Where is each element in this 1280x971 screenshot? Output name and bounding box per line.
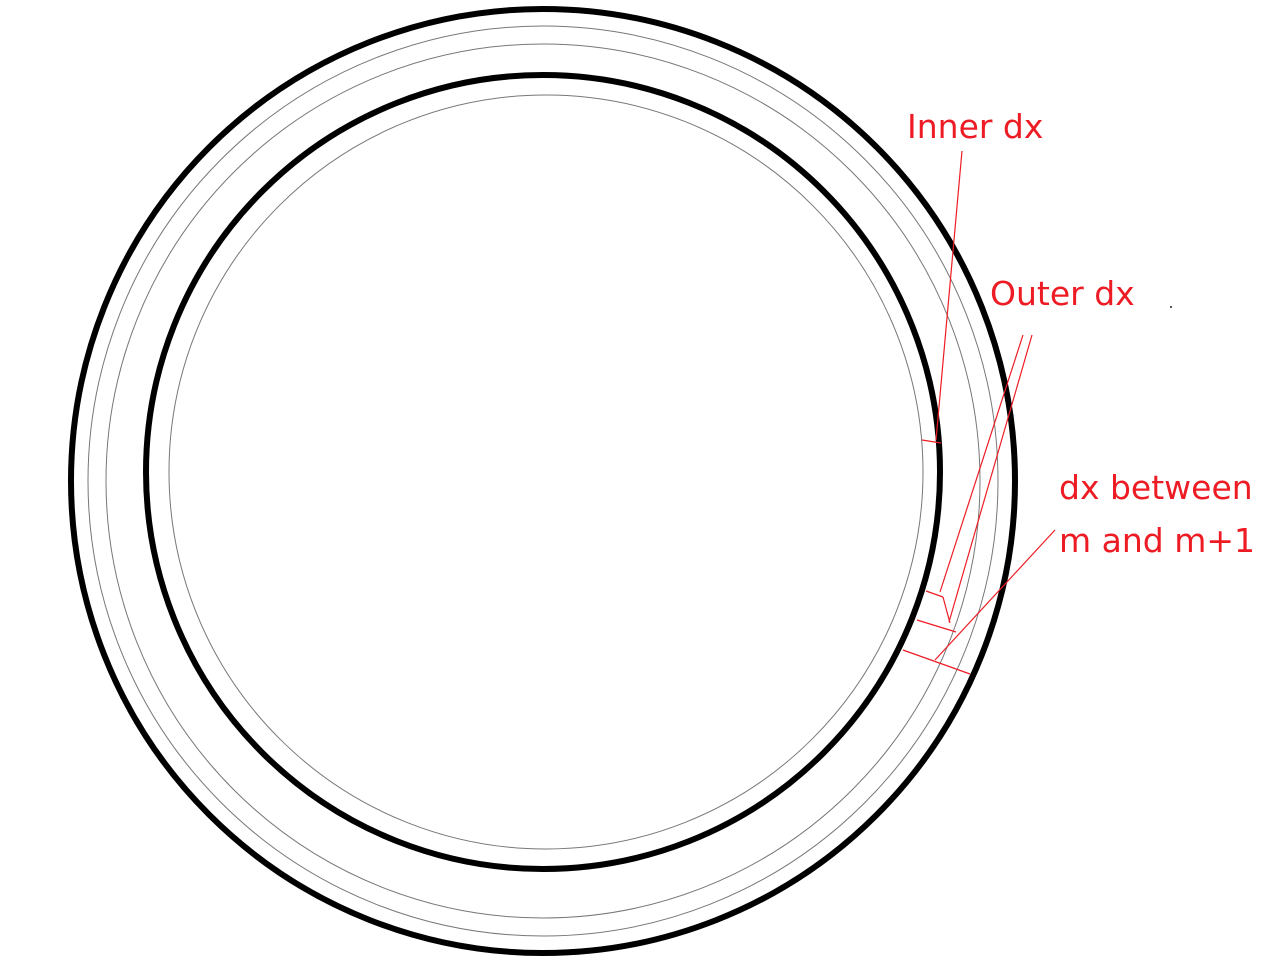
inner-dx-tick	[921, 439, 942, 444]
dx-between-tick	[902, 649, 971, 675]
label-outer-dx: Outer dx	[990, 274, 1135, 313]
outer-dx-tick-1	[925, 590, 944, 598]
inner-boundary-circle	[143, 72, 943, 872]
label-dx-between-line2: m and m+1	[1059, 521, 1255, 560]
stray-dot	[1170, 306, 1172, 308]
outer-dx-tick-1-perp	[942, 596, 951, 624]
outer-thin-circle-1	[87, 25, 999, 937]
outer-boundary-circle	[68, 6, 1018, 956]
label-inner-dx: Inner dx	[907, 107, 1043, 146]
label-dx-between-line1: dx between	[1059, 468, 1253, 507]
annotation-lines	[902, 150, 1056, 675]
dx-between-leader	[934, 529, 1056, 661]
outer-dx-tick-2	[916, 619, 957, 633]
inner-thin-circle	[168, 94, 924, 850]
inner-dx-leader	[935, 150, 963, 441]
outer-dx-leader-2	[948, 334, 1033, 623]
outer-dx-leader-1	[939, 334, 1024, 593]
outer-thin-circle-2	[105, 43, 981, 919]
